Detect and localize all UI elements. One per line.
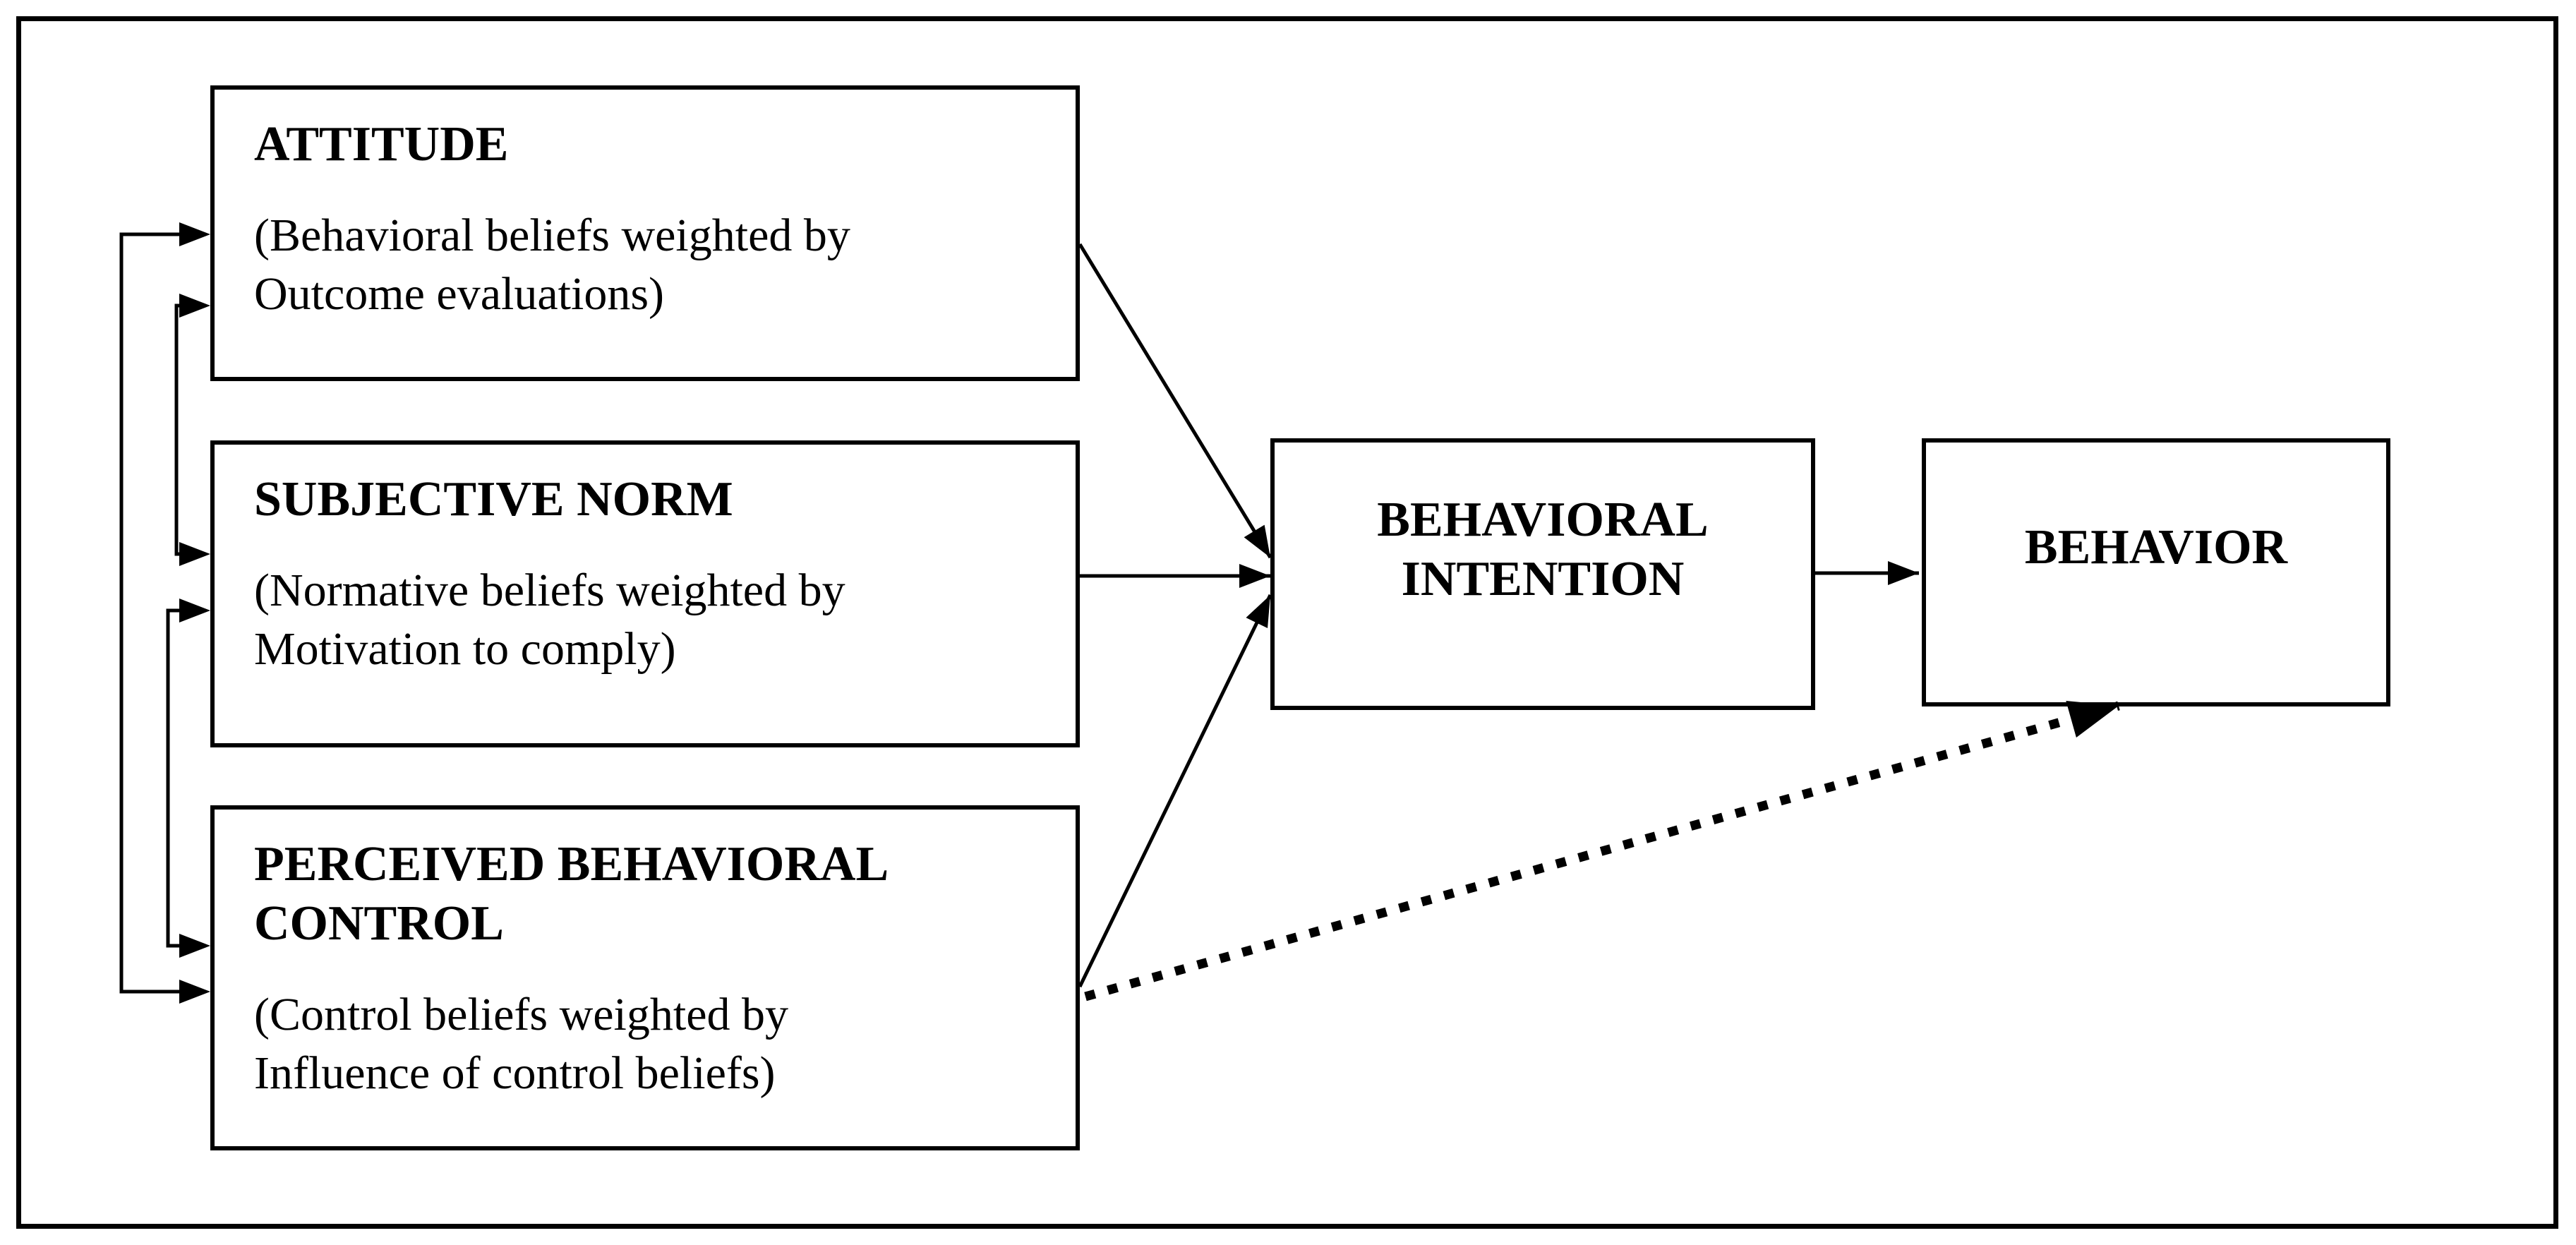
subjective-norm-title: SUBJECTIVE NORM: [254, 472, 733, 527]
subjective-norm-description: (Normative beliefs weighted by Motivatio…: [254, 561, 1056, 678]
perceived-behavioral-control-description: (Control beliefs weighted by Influence o…: [254, 985, 1056, 1102]
behavioral-intention-box: BEHAVIORAL INTENTION: [1270, 438, 1815, 710]
attitude-box: ATTITUDE (Behavioral beliefs weighted by…: [210, 85, 1080, 381]
perceived-behavioral-control-box: PERCEIVED BEHAVIORAL CONTROL (Control be…: [210, 805, 1080, 1150]
perceived-behavioral-control-description-line: Influence of control beliefs): [254, 1047, 776, 1100]
attitude-title: ATTITUDE: [254, 117, 509, 172]
perceived-behavioral-control-title-line: PERCEIVED BEHAVIORAL: [254, 837, 889, 891]
perceived-behavioral-control-description-line: (Control beliefs weighted by: [254, 989, 789, 1040]
behavior-title: BEHAVIOR: [2024, 520, 2288, 575]
behavioral-intention-title-line: INTENTION: [1401, 551, 1685, 606]
attitude-description-line: (Behavioral beliefs weighted by: [254, 210, 850, 261]
attitude-description-line: Outcome evaluations): [254, 268, 664, 320]
subjective-norm-box: SUBJECTIVE NORM (Normative beliefs weigh…: [210, 440, 1080, 747]
subjective-norm-description-line: (Normative beliefs weighted by: [254, 565, 845, 616]
behavior-box: BEHAVIOR: [1922, 438, 2390, 706]
subjective-norm-description-line: Motivation to comply): [254, 623, 676, 675]
behavioral-intention-title-line: BEHAVIORAL: [1377, 492, 1709, 547]
perceived-behavioral-control-title-line: CONTROL: [254, 896, 504, 951]
attitude-description: (Behavioral beliefs weighted by Outcome …: [254, 206, 1056, 323]
perceived-behavioral-control-title: PERCEIVED BEHAVIORAL CONTROL: [254, 835, 1056, 954]
